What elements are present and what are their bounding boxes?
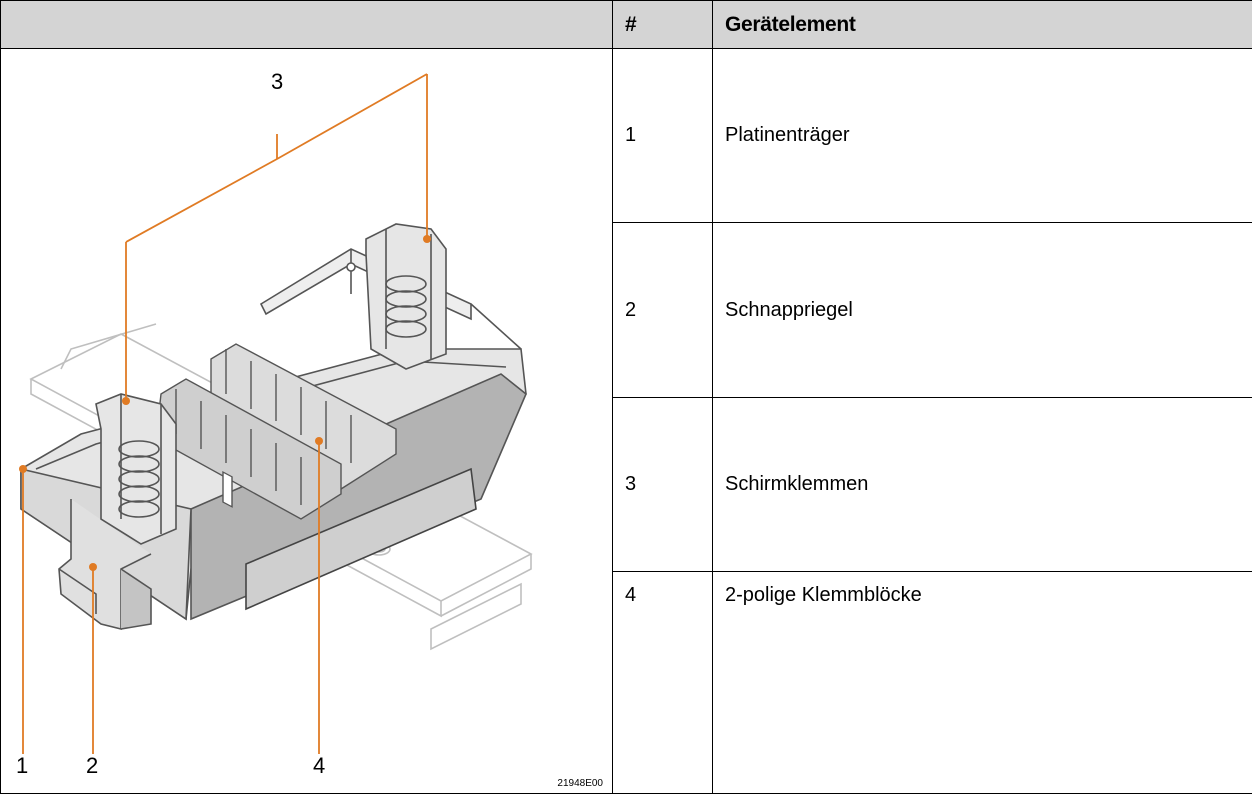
- table-row: 1 2 3 4 21948E00 1 Platinenträger: [1, 49, 1252, 223]
- row-3-number: 3: [613, 397, 713, 571]
- device-figure: 1 2 3 4 21948E00: [1, 49, 613, 793]
- header-element: Gerätelement: [713, 1, 1252, 49]
- row-3-element: Schirmklemmen: [713, 397, 1252, 571]
- row-2-element: Schnappriegel: [713, 223, 1252, 397]
- row-1-element: Platinenträger: [713, 49, 1252, 223]
- shield-clamp-left: [96, 394, 176, 544]
- row-4-element: 2-polige Klemmblöcke: [713, 572, 1252, 794]
- row-4-number: 4: [613, 572, 713, 794]
- figure-code: 21948E00: [557, 778, 603, 789]
- header-figure-cell: [1, 1, 613, 49]
- shield-clamp-right: [366, 224, 446, 369]
- callout-3: 3: [271, 71, 283, 93]
- row-2-number: 2: [613, 223, 713, 397]
- callout-2: 2: [86, 755, 98, 777]
- callout-1: 1: [16, 755, 28, 777]
- row-1-number: 1: [613, 49, 713, 223]
- table-header-row: # Gerätelement: [1, 1, 1252, 49]
- callout-4: 4: [313, 755, 325, 777]
- figure-cell: 1 2 3 4 21948E00: [1, 49, 613, 794]
- header-number: #: [613, 1, 713, 49]
- device-illustration: [1, 49, 613, 793]
